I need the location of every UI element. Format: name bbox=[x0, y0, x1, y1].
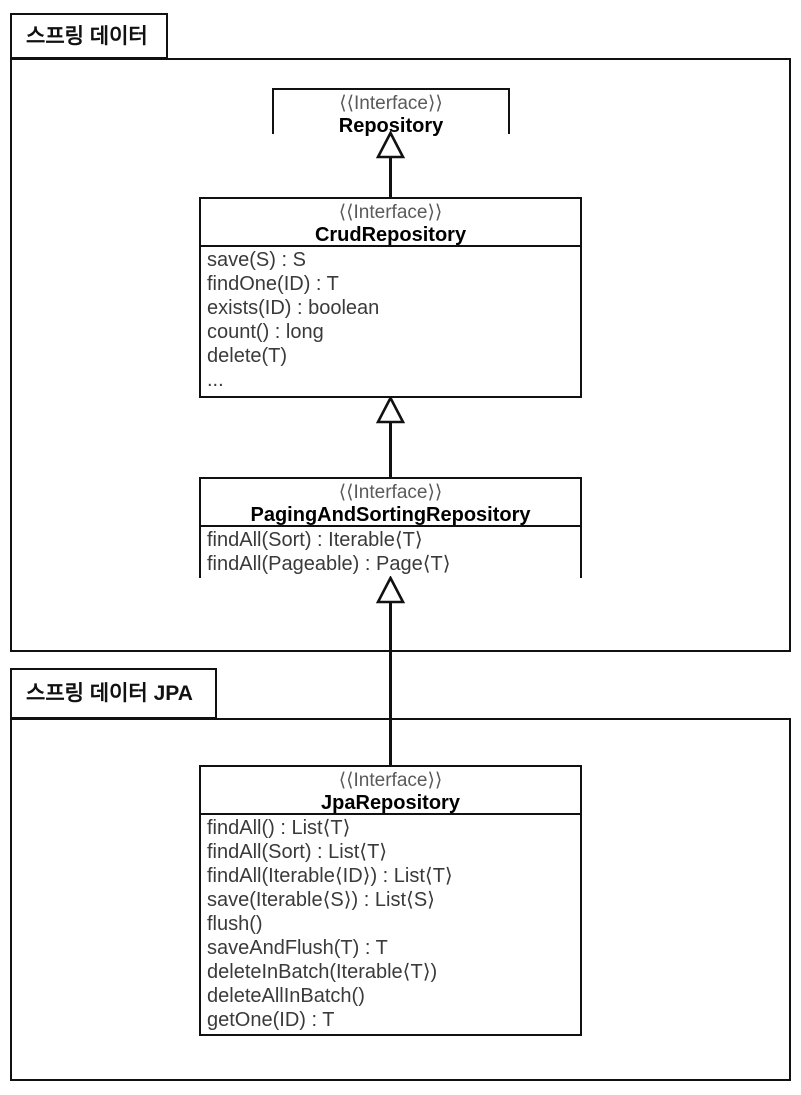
class-name: JpaRepository bbox=[321, 792, 460, 814]
package-body-spring-data bbox=[10, 58, 791, 652]
generalization-line-crud-to-repository bbox=[389, 155, 392, 201]
class-method: flush() bbox=[207, 913, 263, 935]
class-box-crud-repository[interactable]: ⟨⟨Interface⟩⟩ CrudRepository save(S) : S… bbox=[199, 197, 582, 398]
class-stereotype: ⟨⟨Interface⟩⟩ bbox=[339, 93, 443, 114]
generalization-arrow-paging-to-crud bbox=[376, 396, 405, 424]
class-methods: findAll(Sort) : Iterable⟨T⟩ findAll(Page… bbox=[201, 527, 580, 578]
class-name: PagingAndSortingRepository bbox=[250, 504, 531, 526]
class-method: getOne(ID) : T bbox=[207, 1009, 335, 1031]
generalization-arrow-crud-to-repository bbox=[376, 131, 405, 159]
class-method: findAll(Sort) : Iterable⟨T⟩ bbox=[207, 529, 423, 551]
class-box-repository[interactable]: ⟨⟨Interface⟩⟩ Repository bbox=[272, 88, 510, 139]
class-method: findOne(ID) : T bbox=[207, 273, 339, 295]
package-tab-spring-data-jpa[interactable]: 스프링 데이터 JPA bbox=[10, 668, 217, 719]
class-method: findAll(Iterable⟨ID⟩) : List⟨T⟩ bbox=[207, 865, 453, 887]
class-method: delete(T) bbox=[207, 345, 288, 367]
class-methods: save(S) : S findOne(ID) : T exists(ID) :… bbox=[201, 247, 580, 394]
class-header: ⟨⟨Interface⟩⟩ PagingAndSortingRepository bbox=[201, 479, 580, 527]
package-body-spring-data-jpa bbox=[10, 718, 791, 1081]
class-method: ... bbox=[207, 369, 224, 391]
class-method: exists(ID) : boolean bbox=[207, 297, 380, 319]
class-methods: findAll() : List⟨T⟩ findAll(Sort) : List… bbox=[201, 815, 580, 1034]
class-header: ⟨⟨Interface⟩⟩ JpaRepository bbox=[201, 767, 580, 815]
class-method: saveAndFlush(T) : T bbox=[207, 937, 388, 959]
generalization-line-jpa-to-paging bbox=[389, 600, 392, 768]
package-label: 스프링 데이터 bbox=[26, 24, 148, 48]
class-method: save(S) : S bbox=[207, 249, 306, 271]
class-name: Repository bbox=[338, 115, 444, 137]
class-header: ⟨⟨Interface⟩⟩ Repository bbox=[274, 90, 508, 139]
class-stereotype: ⟨⟨Interface⟩⟩ bbox=[338, 202, 443, 223]
generalization-line-paging-to-crud bbox=[389, 420, 392, 480]
class-name: CrudRepository bbox=[314, 224, 467, 246]
class-method: findAll() : List⟨T⟩ bbox=[207, 817, 351, 839]
class-method: save(Iterable⟨S⟩) : List⟨S⟩ bbox=[207, 889, 435, 911]
class-stereotype: ⟨⟨Interface⟩⟩ bbox=[338, 770, 443, 791]
class-method: deleteInBatch(Iterable⟨T⟩) bbox=[207, 961, 438, 983]
class-box-jpa-repository[interactable]: ⟨⟨Interface⟩⟩ JpaRepository findAll() : … bbox=[199, 765, 582, 1036]
package-label: 스프링 데이터 JPA bbox=[26, 682, 193, 705]
class-method: deleteAllInBatch() bbox=[207, 985, 365, 1007]
class-box-paging-and-sorting-repository[interactable]: ⟨⟨Interface⟩⟩ PagingAndSortingRepository… bbox=[199, 477, 582, 578]
class-method: findAll(Pageable) : Page⟨T⟩ bbox=[207, 553, 451, 575]
generalization-arrow-jpa-to-paging bbox=[376, 576, 405, 604]
class-header: ⟨⟨Interface⟩⟩ CrudRepository bbox=[201, 199, 580, 247]
class-method: findAll(Sort) : List⟨T⟩ bbox=[207, 841, 388, 863]
package-tab-spring-data[interactable]: 스프링 데이터 bbox=[10, 13, 168, 59]
class-method: count() : long bbox=[207, 321, 324, 343]
class-stereotype: ⟨⟨Interface⟩⟩ bbox=[338, 482, 443, 503]
